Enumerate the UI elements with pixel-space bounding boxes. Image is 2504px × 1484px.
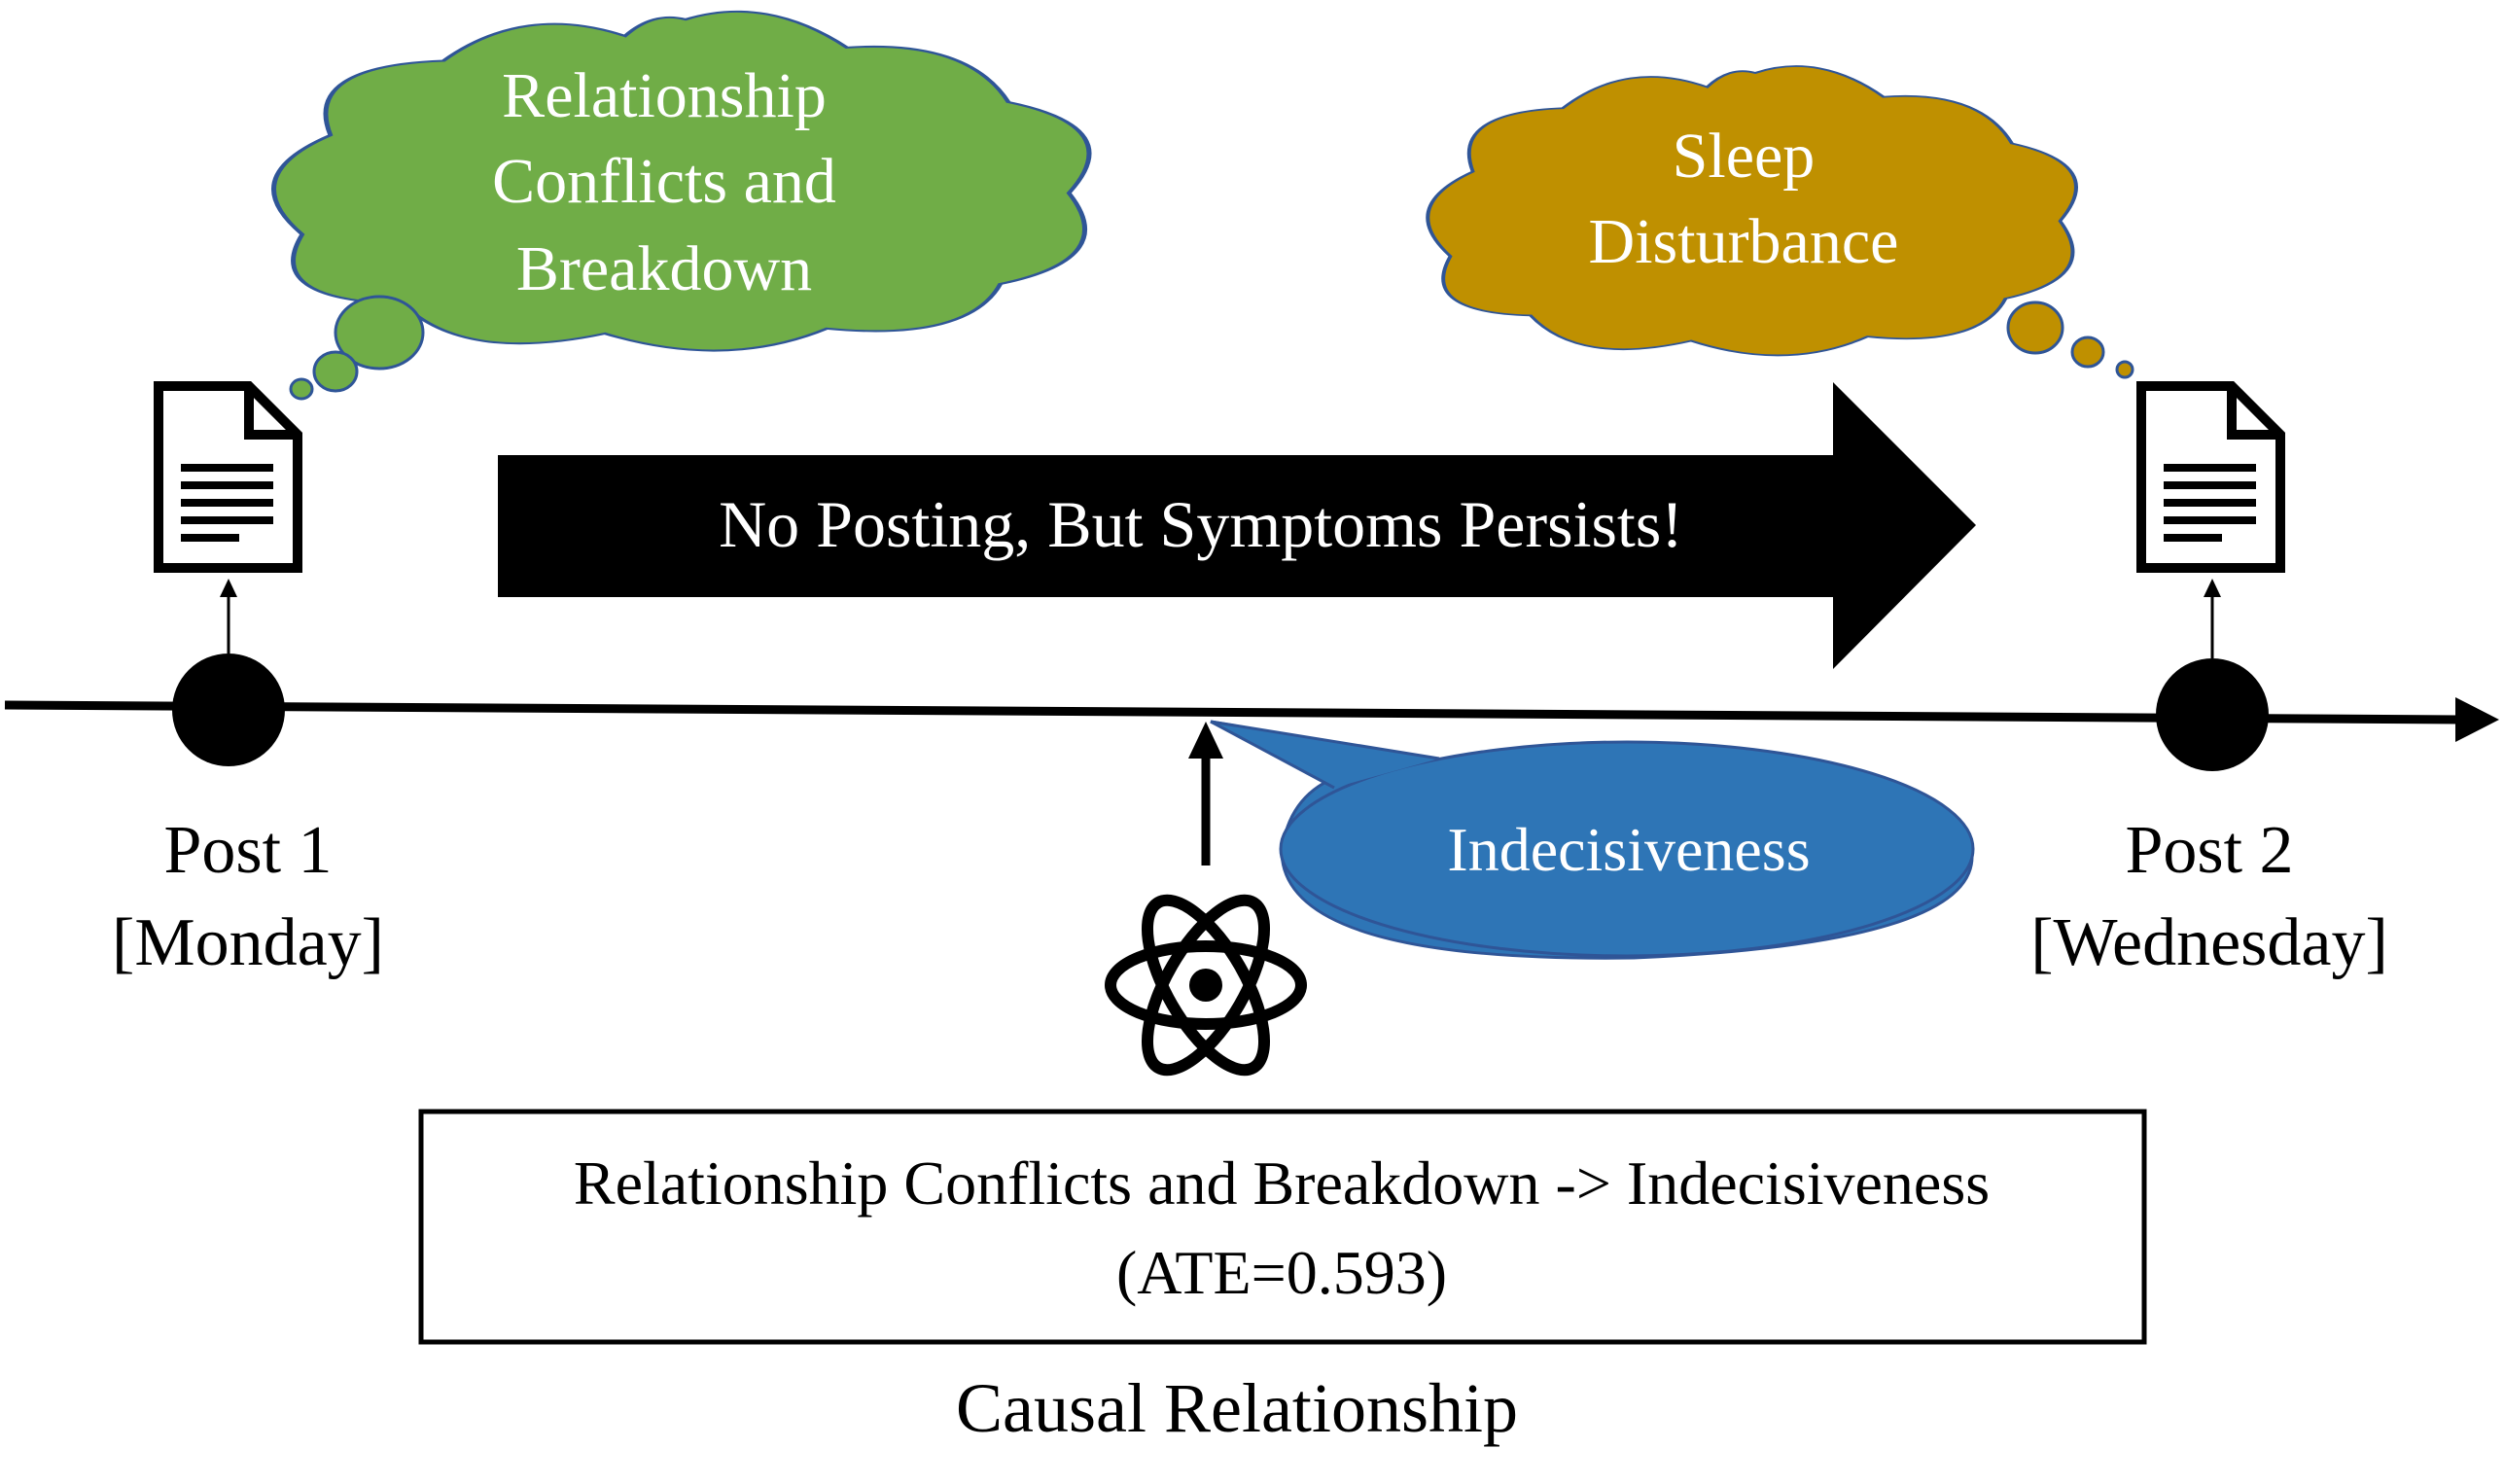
speech-bubble-indecisiveness: Indecisiveness (1210, 720, 1975, 960)
diagram-caption: Causal Relationship (956, 1369, 1518, 1447)
speech-bubble-label: Indecisiveness (1447, 815, 1810, 884)
post1-title: Post 1 (163, 813, 332, 888)
big-arrow: No Posting, But Symptoms Persists! (498, 382, 1976, 669)
document-icon (154, 381, 302, 573)
big-arrow-label: No Posting, But Symptoms Persists! (719, 487, 1683, 561)
cloud-right-line-1: Sleep (1673, 121, 1816, 192)
atom-icon (1105, 894, 1307, 1077)
causal-result-ate: (ATE=0.593) (1116, 1238, 1447, 1307)
timeline (4, 579, 2499, 771)
post1-day: [Monday] (112, 905, 384, 980)
causal-result-box: Relationship Conflicts and Breakdown -> … (418, 1109, 2147, 1345)
document-icon (2136, 381, 2285, 573)
post2-day: [Wednesday] (2030, 905, 2388, 980)
cloud-left-line-2: Conflicts and (492, 146, 836, 217)
cloud-sleep-disturbance: Sleep Disturbance (1428, 66, 2133, 377)
causal-arrow (1188, 722, 1223, 866)
post2-marker (2156, 658, 2269, 771)
post2-title: Post 2 (2125, 813, 2293, 888)
cloud-relationship-conflicts: Relationship Conflicts and Breakdown (273, 12, 1089, 399)
cloud-left-line-3: Breakdown (516, 233, 812, 304)
cloud-left-line-1: Relationship (502, 60, 827, 131)
cloud-right-line-2: Disturbance (1589, 206, 1899, 277)
post1-marker (172, 654, 285, 766)
causal-result-line-1: Relationship Conflicts and Breakdown -> … (574, 1148, 1990, 1218)
timeline-arrowhead (2455, 697, 2499, 742)
